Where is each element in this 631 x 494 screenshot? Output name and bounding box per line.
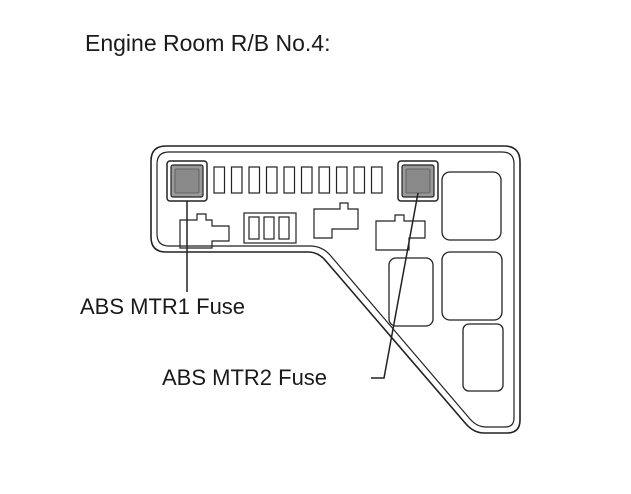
mini-fuse-slot bbox=[230, 166, 243, 194]
mini-fuse-slot bbox=[370, 166, 383, 194]
relay-block-outer-outline bbox=[150, 145, 521, 434]
mini-fuse-slot bbox=[283, 166, 296, 194]
small-fuse-housing bbox=[243, 212, 297, 244]
small-fuse-slot bbox=[263, 216, 275, 240]
mini-fuse-slot bbox=[318, 166, 331, 194]
relay-block-top-right bbox=[441, 171, 502, 241]
relay-socket-center bbox=[313, 202, 359, 239]
mini-fuse-slot bbox=[213, 166, 226, 194]
relay-block-bottom-right bbox=[462, 323, 504, 392]
mini-fuse-slot bbox=[353, 166, 366, 194]
small-fuse-slot bbox=[248, 216, 260, 240]
small-fuse-slot bbox=[278, 216, 290, 240]
mini-fuse-slot bbox=[248, 166, 261, 194]
mini-fuse-slot bbox=[300, 166, 313, 194]
diagram-title: Engine Room R/B No.4: bbox=[85, 30, 331, 56]
relay-block-mid-right bbox=[441, 251, 503, 321]
mini-fuse-row bbox=[213, 166, 383, 194]
abs-mtr1-fuse-label: ABS MTR1 Fuse bbox=[80, 294, 246, 319]
relay-socket-left bbox=[179, 213, 230, 249]
relay-block-mid-left bbox=[388, 257, 434, 327]
mini-fuse-slot bbox=[265, 166, 278, 194]
relay-block-inner-outline bbox=[156, 151, 515, 428]
abs-mtr2-leader-line bbox=[371, 192, 419, 379]
mini-fuse-slot bbox=[335, 166, 348, 194]
abs-mtr1-fuse bbox=[166, 160, 208, 202]
relay-socket-right bbox=[375, 214, 426, 251]
abs-mtr2-fuse-label: ABS MTR2 Fuse bbox=[162, 365, 328, 390]
abs-mtr2-fuse bbox=[397, 160, 439, 202]
small-fuse-group bbox=[243, 212, 297, 244]
